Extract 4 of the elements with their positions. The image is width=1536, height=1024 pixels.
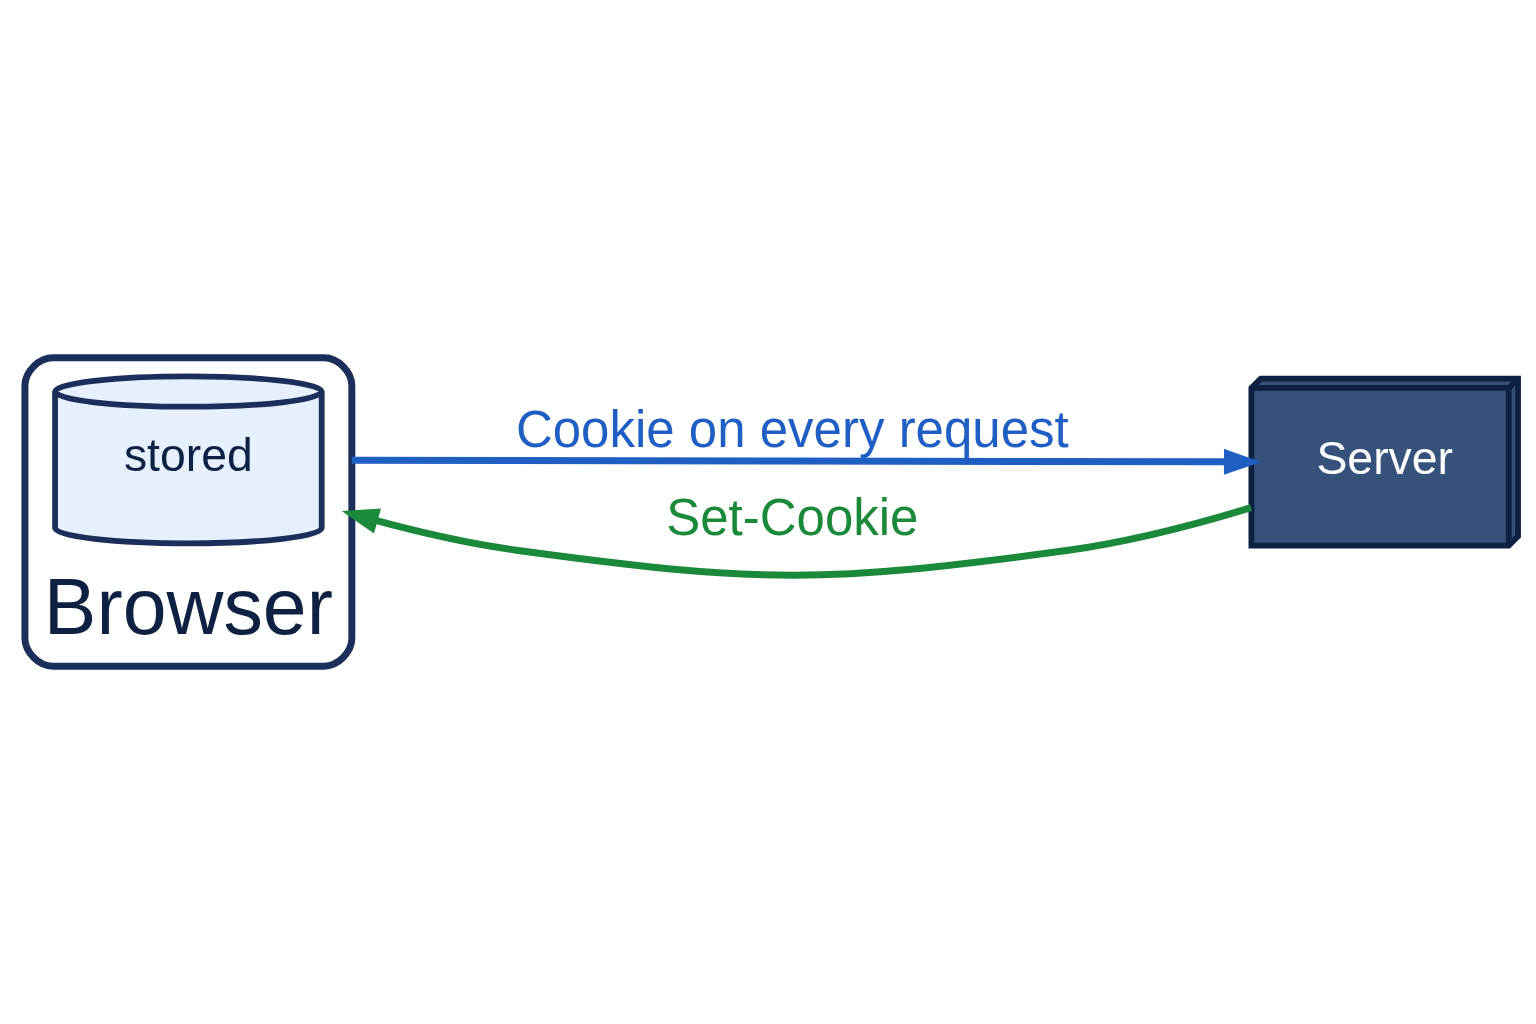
edge-label: Set-Cookie — [666, 489, 919, 547]
arrow — [351, 448, 1262, 475]
edge-label: Cookie on every request — [515, 401, 1069, 459]
arrow — [341, 504, 1253, 579]
